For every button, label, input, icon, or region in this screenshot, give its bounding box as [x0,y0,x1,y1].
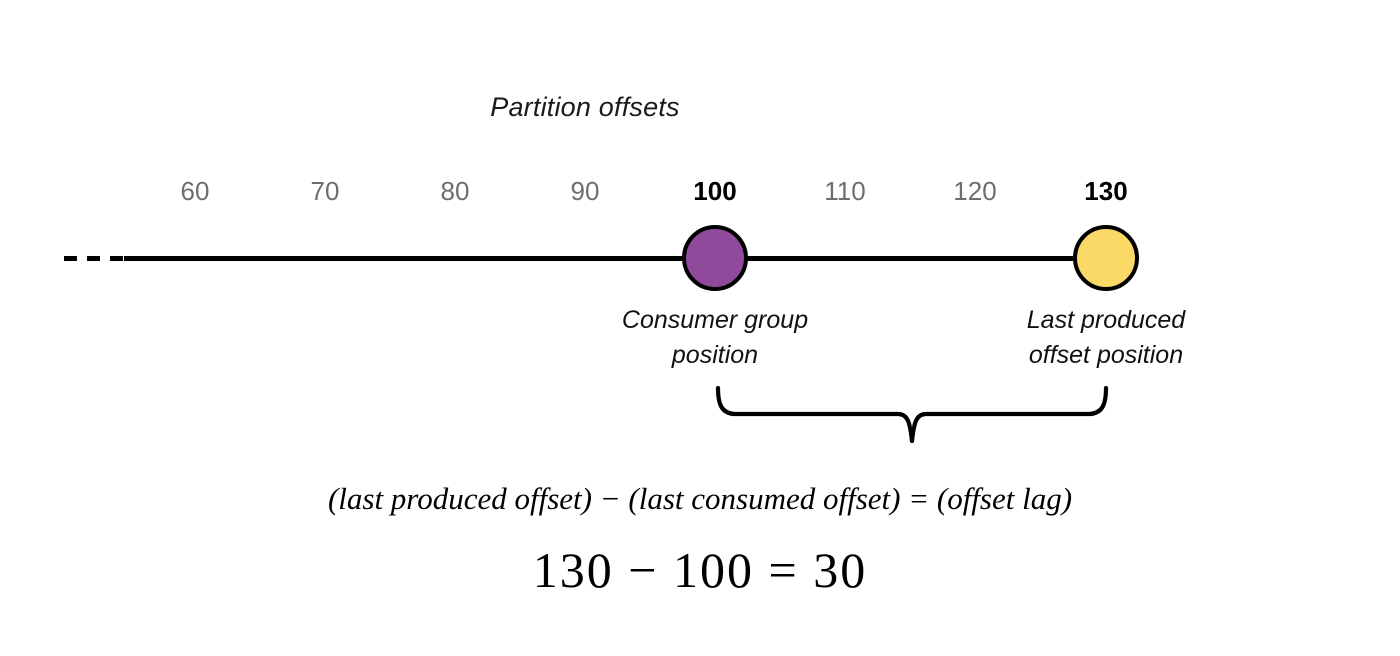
ellipsis-dash-1 [64,256,77,261]
marker-caption-line-2: position [671,341,759,369]
marker-dot-last-produced-offset-position[interactable] [1073,225,1139,291]
axis-tick-label-100: 100 [693,176,737,206]
page-title: Partition offsets [490,92,680,122]
axis-tick-label-130: 130 [1084,176,1128,206]
offset-lag-brace-icon [715,385,1109,444]
formula-symbolic: (last produced offset) − (last consumed … [327,481,1073,516]
ellipsis-dash-2 [87,256,100,261]
marker-caption-line-1: Consumer group [621,306,809,334]
marker-caption-line-1: Last produced [1026,306,1186,334]
marker-dot-consumer-group-position[interactable] [682,225,748,291]
formula-numeric: 130 − 100 = 30 [532,542,868,598]
axis-tick-label-70: 70 [310,176,340,206]
marker-caption-last-produced-offset-position: Last produced offset position [946,303,1266,373]
axis-tick-label-110: 110 [824,176,866,206]
axis-tick-label-90: 90 [570,176,600,206]
marker-caption-line-2: offset position [1028,341,1184,369]
timeline-axis [124,256,1106,261]
axis-tick-label-120: 120 [953,176,997,206]
ellipsis-dash-3 [110,256,123,261]
axis-tick-label-60: 60 [180,176,210,206]
marker-caption-consumer-group-position: Consumer group position [555,303,875,373]
axis-tick-label-80: 80 [440,176,470,206]
